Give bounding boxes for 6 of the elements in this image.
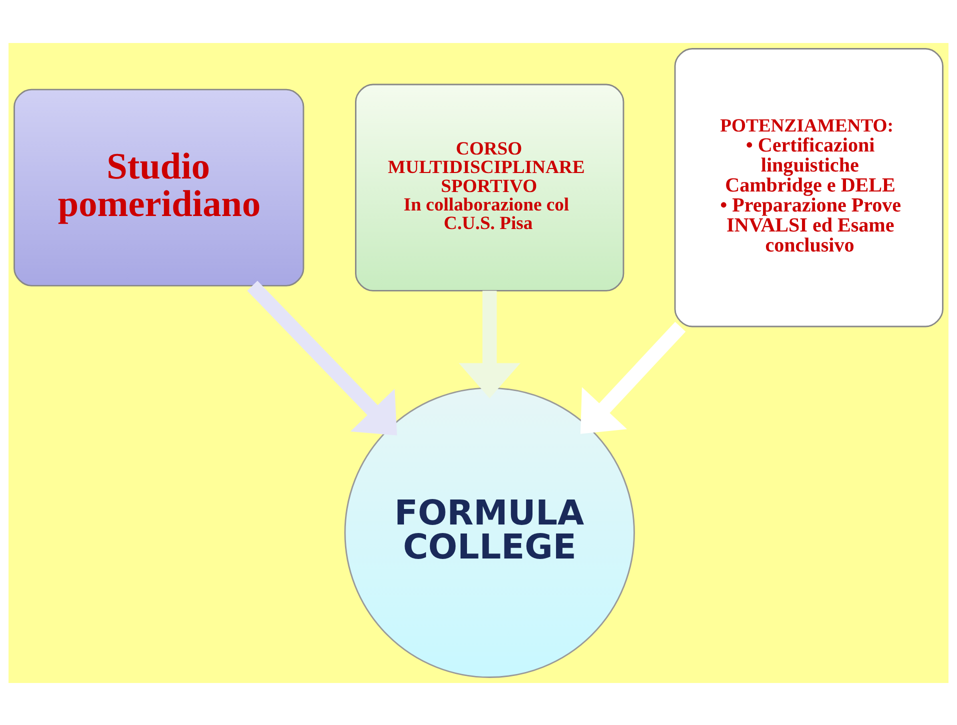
arrow [247,280,397,435]
node-box: POTENZIAMENTO: • Certificazioni linguistiche Cambridge e DELE • Preparazione Prove INVALSI ed Esame conclusivo [674,48,944,327]
arrow [458,290,520,398]
node-box: CORSO MULTIDISCIPLINARE SPORTIVO In collaborazione col C.U.S. Pisa [355,83,624,291]
node-box: Studio pomeridiano [14,88,304,286]
arrow [580,321,686,434]
